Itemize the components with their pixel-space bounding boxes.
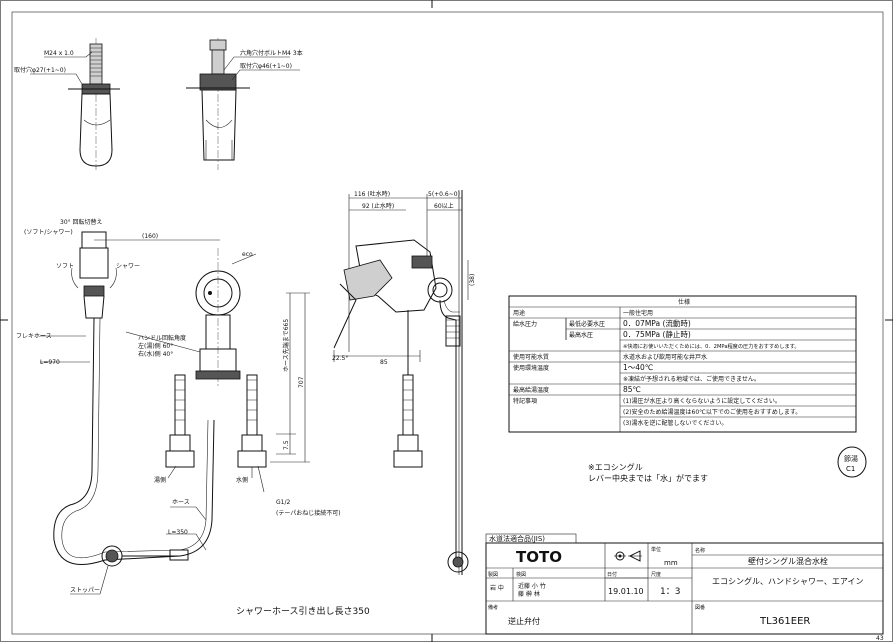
spec-row-value: (3)湯水を逆に配管しないでください。 bbox=[623, 419, 727, 427]
date-label: 日付 bbox=[607, 571, 617, 578]
label-d707: 707 bbox=[298, 376, 305, 388]
label-angle225: 22.5° bbox=[332, 355, 348, 362]
leader-hole46 bbox=[231, 69, 300, 81]
drawn-names: 岩 中 bbox=[490, 584, 504, 592]
label-hose-665: ホース先端まで665 bbox=[282, 319, 290, 372]
checked-names-2: 藤 榊 林 bbox=[518, 590, 540, 598]
scale-value: 1：3 bbox=[660, 587, 680, 597]
label-taper-note: (テーパおねじ接続不可) bbox=[276, 509, 341, 517]
label-g12: G1/2 bbox=[276, 499, 290, 506]
drawing-no-label: 図番 bbox=[695, 604, 705, 611]
spec-row-value: ※快適にお使いいただくためには、0．2MPa程度の圧力をおすすめします。 bbox=[623, 342, 800, 350]
spec-table bbox=[508, 295, 857, 433]
drawn-label: 製図 bbox=[488, 571, 498, 578]
label-rotate-1: 30° 回転切替え bbox=[60, 218, 103, 226]
spec-row-value: 0．75MPa (静止時) bbox=[623, 329, 691, 339]
label-hot-side: 湯側 bbox=[154, 476, 166, 484]
spec-row-value: ※凍結が予想される地域では、ご使用できません。 bbox=[623, 375, 760, 383]
stamp-line2: C1 bbox=[846, 465, 855, 473]
label-eco: eco bbox=[242, 251, 253, 258]
checked-names: 近藤 小 竹 bbox=[518, 582, 546, 590]
label-rotate-2: (ソフト/シャワー) bbox=[24, 229, 73, 236]
stamp-line1: 節湯 bbox=[844, 454, 858, 463]
label-flexi-hose: フレキホース bbox=[16, 333, 52, 340]
label-d92: 92 (止水時) bbox=[362, 202, 394, 210]
label-l350: L=350 bbox=[168, 529, 188, 536]
spec-title: 仕様 bbox=[678, 298, 690, 306]
spec-row-value: (1)湯圧が水圧より高くならないように設定してください。 bbox=[623, 397, 781, 405]
label-hex-bolt: 六角穴付ボルトM4 3本 bbox=[240, 49, 303, 57]
label-l970: L=970 bbox=[40, 359, 60, 366]
spec-row-label: 特記事項 bbox=[513, 397, 537, 405]
side-view bbox=[333, 190, 469, 575]
label-soft: ソフト bbox=[56, 263, 74, 270]
unit-label: 単位 bbox=[651, 546, 661, 553]
remarks-label: 備考 bbox=[488, 604, 498, 611]
label-hole27: 取付穴φ27(+1~0) bbox=[14, 66, 66, 74]
label-handle-angle-1: ハンドル回転角度 bbox=[138, 334, 186, 342]
label-stopper: ストッパー bbox=[70, 587, 100, 594]
label-d38: (38) bbox=[469, 274, 476, 286]
label-shower-hose-note: シャワーホース引き出し長さ350 bbox=[236, 605, 370, 617]
spec-row-value: 1～40℃ bbox=[623, 363, 653, 372]
product-name: 壁付シングル混合水栓 bbox=[748, 556, 828, 566]
name-label: 名称 bbox=[695, 547, 705, 554]
front-view bbox=[40, 231, 310, 595]
unit-value: mm bbox=[664, 559, 678, 567]
toto-logo: TOTO bbox=[516, 548, 562, 566]
spec-row-value: 一般住宅用 bbox=[623, 309, 653, 317]
eco-note-line2: レバー中央までは「水」がでます bbox=[588, 473, 708, 483]
jis-label: 水道法適合品(JIS) bbox=[489, 534, 545, 543]
spec-rows: 用途 一般住宅用 給水圧力 最低必要水圧 0．07MPa (流動時) 最高水圧 … bbox=[513, 309, 801, 427]
scale-label: 尺度 bbox=[651, 571, 661, 578]
leader-m24 bbox=[44, 51, 93, 58]
top-view-left bbox=[68, 38, 120, 170]
label-hose: ホース bbox=[172, 499, 190, 506]
label-d5: 5(+0.6~0) bbox=[428, 191, 460, 198]
spec-row-value: 85℃ bbox=[623, 385, 641, 394]
drawing-no: TL361EER bbox=[759, 616, 810, 627]
label-d60: 60以上 bbox=[434, 202, 454, 210]
spec-row-label: 使用可能水質 bbox=[513, 353, 549, 361]
date-value: 19.01.10 bbox=[608, 587, 644, 596]
spec-row-label: 最高給湯温度 bbox=[513, 386, 549, 394]
spec-row-sub: 最低必要水圧 bbox=[569, 320, 605, 328]
leader-hole27 bbox=[30, 73, 83, 85]
spec-row-label: 使用環境温度 bbox=[513, 364, 549, 372]
title-block bbox=[485, 533, 884, 635]
spec-row-label: 給水圧力 bbox=[513, 320, 537, 328]
spec-row-value: 水道水および飲用可能な井戸水 bbox=[623, 353, 707, 361]
spec-row-label: 用途 bbox=[513, 309, 525, 317]
label-hole46: 取付穴φ46(+1~0) bbox=[240, 62, 292, 70]
label-handle-angle-3: 右(水)側 40° bbox=[138, 350, 173, 358]
label-d116: 116 (吐水時) bbox=[354, 190, 390, 198]
leader-bolt bbox=[223, 56, 290, 71]
corner-mark: 43 bbox=[876, 635, 884, 642]
label-m24: M24 x 1.0 bbox=[44, 50, 74, 57]
label-handle-angle-2: 左(湯)側 60° bbox=[138, 342, 173, 350]
spec-row-sub: 最高水圧 bbox=[569, 331, 593, 339]
remarks-value: 逆止弁付 bbox=[508, 616, 540, 626]
eco-note-line1: ※エコシングル bbox=[588, 462, 643, 472]
label-cold-side: 水側 bbox=[236, 476, 248, 484]
spec-row-value: (2)安全のため給湯温度は60℃以下でのご使用をおすすめします。 bbox=[623, 408, 801, 416]
spec-row-value: 0．07MPa (流動時) bbox=[623, 318, 691, 328]
drawing-frame bbox=[11, 11, 884, 635]
label-d160: (160) bbox=[142, 233, 158, 240]
label-d75: 7.5 bbox=[283, 440, 290, 450]
label-d85: 85 bbox=[380, 359, 388, 366]
checked-label: 検図 bbox=[516, 571, 526, 578]
top-view-right bbox=[186, 38, 250, 170]
product-desc: エコシングル、ハンドシャワー、エアイン bbox=[712, 576, 864, 586]
label-shower: シャワー bbox=[116, 263, 140, 270]
stamp-mark bbox=[837, 446, 867, 478]
